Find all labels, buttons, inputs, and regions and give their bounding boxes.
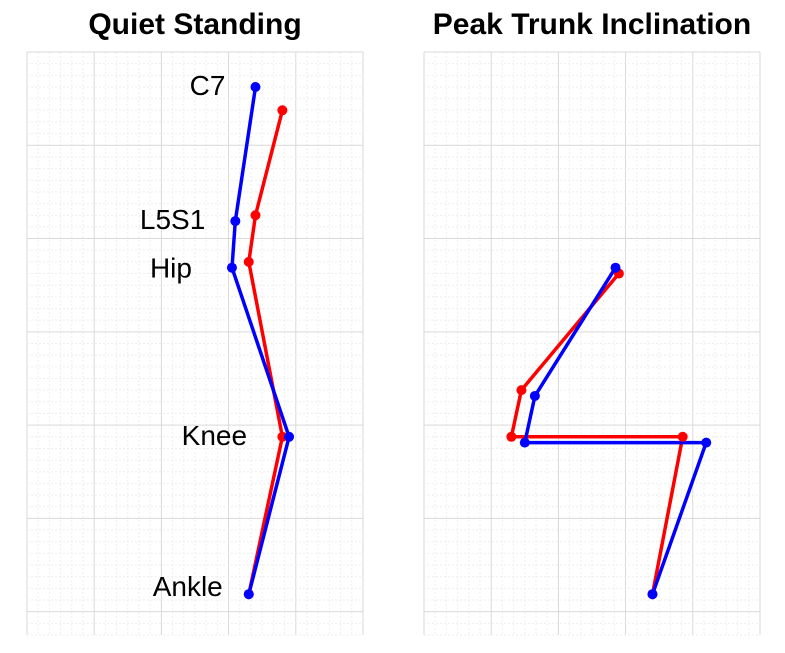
joint-label-c7: C7 [190, 70, 226, 101]
data-point-peak-trunk-inclination-2-2 [529, 390, 540, 401]
data-point-quiet-standing-1-3 [243, 256, 254, 267]
data-point-quiet-standing-2-1 [250, 81, 261, 92]
data-point-quiet-standing-1-2 [250, 210, 261, 221]
series-line-peak-trunk-inclination-1 [509, 271, 685, 596]
grid-peak-trunk-inclination [423, 51, 761, 636]
data-point-peak-trunk-inclination-1-4 [677, 431, 688, 442]
data-point-peak-trunk-inclination-2-4 [701, 437, 712, 448]
data-point-peak-trunk-inclination-1-3 [506, 431, 517, 442]
joint-label-l5s1: L5S1 [140, 204, 205, 235]
data-point-quiet-standing-2-3 [226, 262, 237, 273]
joint-label-hip: Hip [150, 253, 192, 284]
data-point-peak-trunk-inclination-2-5 [647, 589, 658, 600]
data-point-peak-trunk-inclination-2-3 [519, 437, 530, 448]
grid-quiet-standing [26, 51, 364, 636]
series-lines-peak-trunk-inclination [509, 265, 708, 596]
data-point-peak-trunk-inclination-2-1 [610, 262, 621, 273]
chart-title-peak-trunk-inclination: Peak Trunk Inclination [432, 8, 752, 41]
joint-label-knee: Knee [182, 420, 247, 451]
data-point-quiet-standing-2-5 [243, 589, 254, 600]
data-point-peak-trunk-inclination-1-2 [516, 385, 527, 396]
data-point-quiet-standing-1-1 [277, 105, 288, 116]
joint-label-ankle: Ankle [153, 571, 223, 602]
plot-panel-peak-trunk-inclination [423, 51, 761, 636]
series-line-peak-trunk-inclination-2 [523, 265, 708, 596]
series-points-peak-trunk-inclination [506, 262, 712, 600]
data-point-quiet-standing-2-4 [284, 431, 295, 442]
data-point-quiet-standing-2-2 [230, 216, 241, 227]
chart-title-quiet-standing: Quiet Standing [88, 8, 302, 41]
series-points-quiet-standing [226, 81, 295, 600]
